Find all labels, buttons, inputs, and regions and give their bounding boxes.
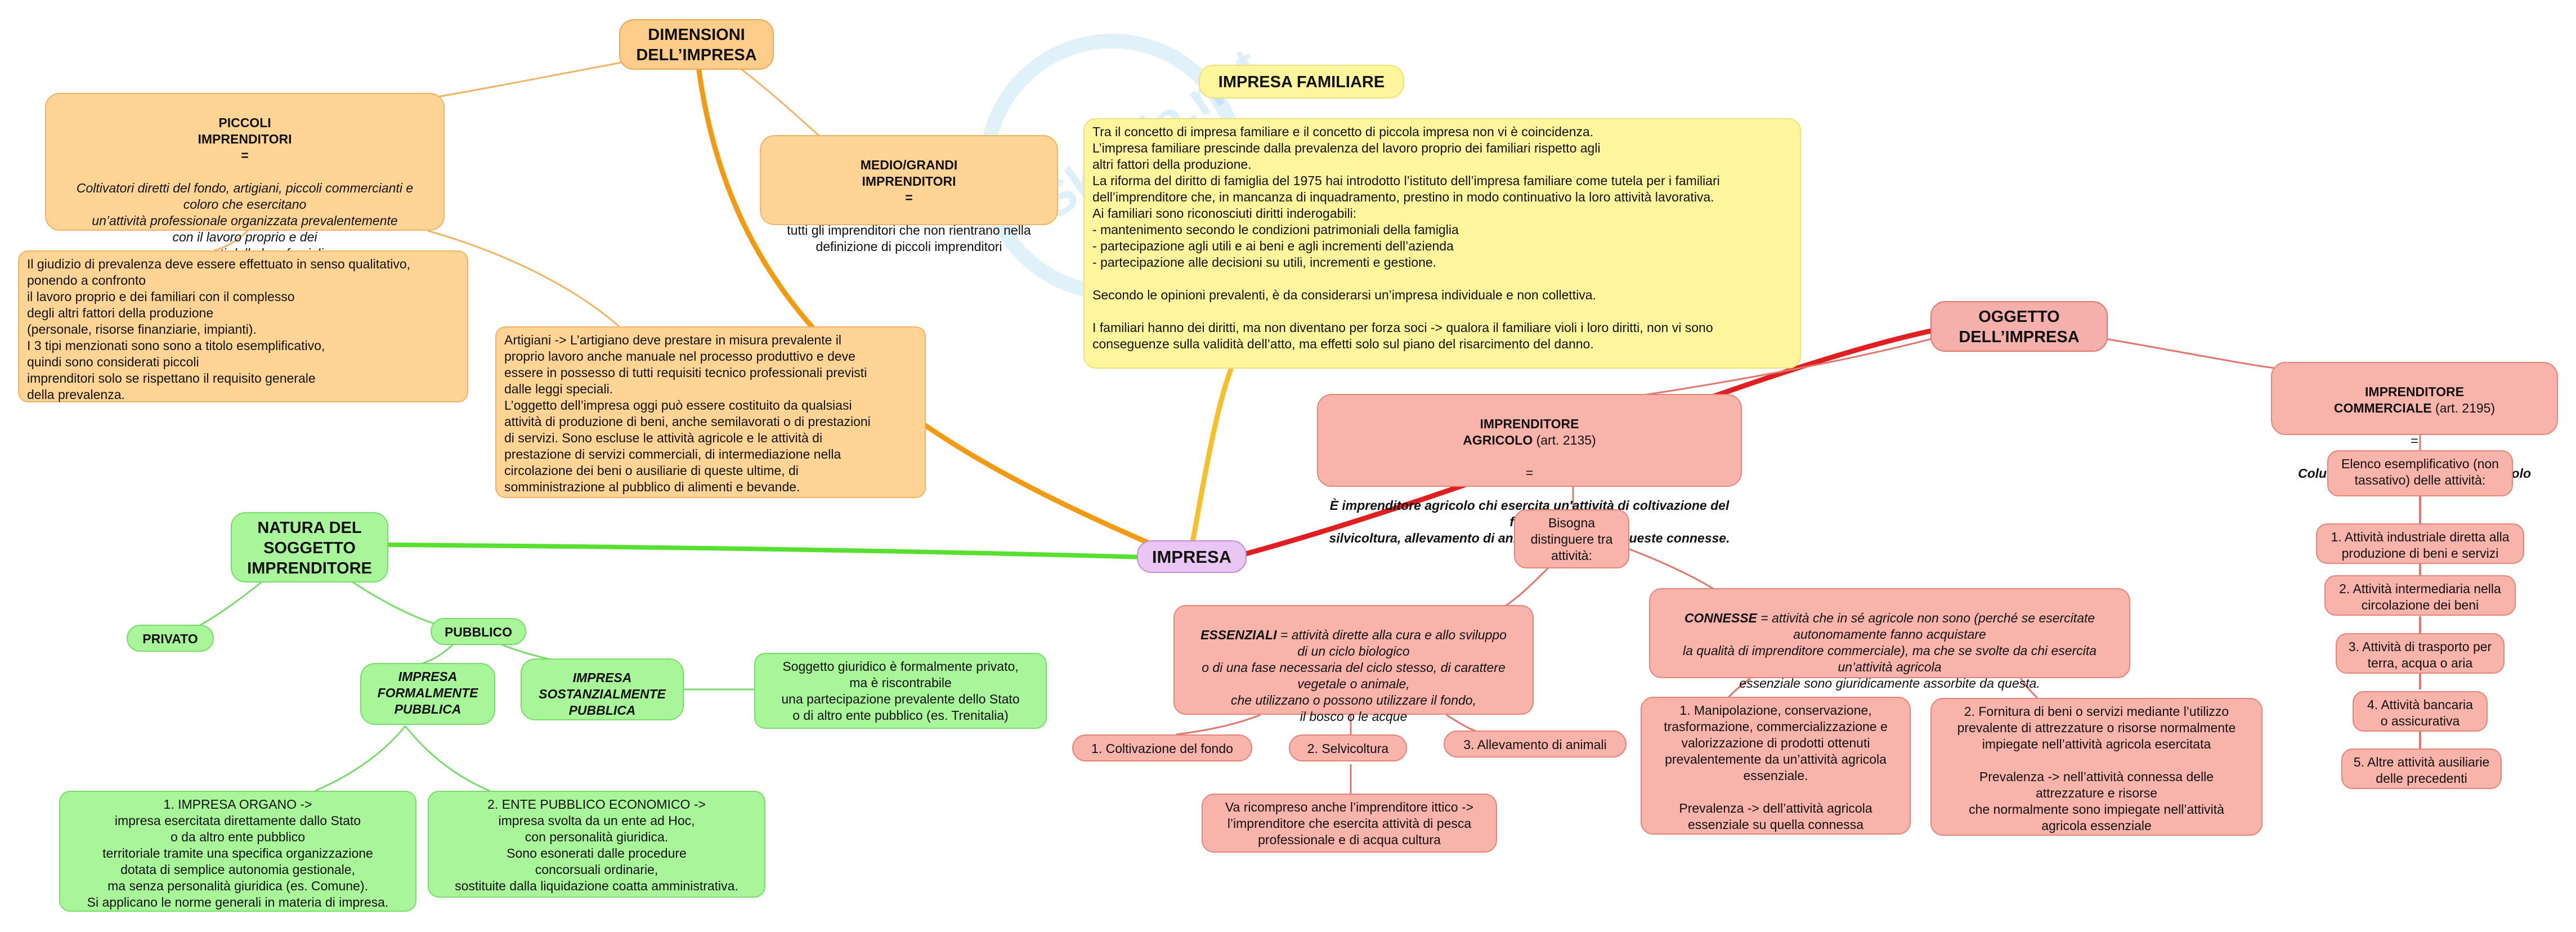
node-artigiani: Artigiani -> L’artigiano deve prestare i… [495,326,926,498]
essenziali-label: ESSENZIALI [1200,628,1277,642]
node-dimensioni-impresa: DIMENSIONI DELL’IMPRESA [619,19,774,70]
node-oggetto-impresa: OGGETTO DELL’IMPRESA [1930,301,2108,352]
essenziali-definition: = attività dirette alla cura e allo svil… [1202,628,1507,724]
link-essenziali-coltivazione [1176,714,1261,736]
node-impresa-familiare: IMPRESA FAMILIARE [1199,65,1404,98]
link-connesse-fornitura [2019,678,2039,699]
connesse-definition: = attività che in sé agricole non sono (… [1682,611,2097,691]
node-manipolazione: 1. Manipolazione, conservazione, trasfor… [1641,697,1911,835]
node-privato: PRIVATO [127,625,214,652]
node-selvicoltura: 2. Selvicoltura [1289,734,1407,761]
node-familiare-text: Tra il concetto di impresa familiare e i… [1083,118,1801,369]
node-pubblico: PUBBLICO [431,618,526,645]
commerciale-equals: = [2411,433,2418,448]
node-connesse: CONNESSE = attività che in sé agricole n… [1649,588,2130,691]
link-piccoli-prevalenza [213,230,249,252]
node-impresa-formalmente-pubblica: IMPRESA FORMALMENTE PUBBLICA [360,663,495,725]
node-ente-pubblico-economico: 2. ENTE PUBBLICO ECONOMICO -> impresa sv… [428,791,765,898]
node-attivita-ausiliarie: 5. Altre attività ausiliarie delle prece… [2341,749,2502,789]
commerciale-heading: IMPRENDITORE COMMERCIALE [2333,384,2464,415]
commerciale-article: (art. 2195) [2431,401,2496,415]
link-piccoli-artigiani [427,230,620,328]
node-allevamento-animali: 3. Allevamento di animali [1444,731,1627,758]
link-dimensioni-medio [731,61,822,139]
node-attivita-intermediaria: 2. Attività intermediaria nella circolaz… [2324,575,2516,616]
node-natura-soggetto: NATURA DEL SOGGETTO IMPRENDITORE [231,512,388,582]
agricolo-article: (art. 2135) [1533,433,1596,447]
piccoli-definition: Coltivatori diretti del fondo, artigiani… [76,181,414,261]
node-imprenditore-commerciale: IMPRENDITORE COMMERCIALE (art. 2195) = C… [2271,362,2558,481]
piccoli-heading: PICCOLI IMPRENDITORI = [198,115,292,163]
node-attivita-bancaria: 4. Attività bancaria o assicurativa [2353,691,2488,732]
link-formale-ente [404,725,490,792]
node-bisogna-distinguere: Bisogna distinguere tra attività: [1514,509,1629,568]
node-soggetto-giuridico: Soggetto giuridico è formalmente privato… [754,653,1047,729]
node-impresa-organo: 1. IMPRESA ORGANO -> impresa esercitata … [59,791,416,912]
link-bisogna-connesse [1620,545,1717,592]
node-coltivazione-fondo: 1. Coltivazione del fondo [1072,734,1252,761]
connesse-label: CONNESSE [1684,611,1757,625]
medio-definition: tutti gli imprenditori che non rientrano… [787,223,1031,254]
link-natura-pubblico [348,579,440,626]
node-giudizio-prevalenza: Il giudizio di prevalenza deve essere ef… [18,250,468,402]
node-essenziali: ESSENZIALI = attività dirette alla cura … [1173,605,1534,724]
link-connesse-manipolazione [1727,677,1751,699]
link-oggetto-agricolo [1632,337,1937,398]
node-impresa-center[interactable]: IMPRESA [1137,540,1247,573]
agricolo-equals: = [1525,465,1534,480]
node-attivita-trasporto: 3. Attività di trasporto per terra, acqu… [2336,633,2505,674]
node-medio-grandi-imprenditori: MEDIO/GRANDI IMPRENDITORI = tutti gli im… [760,135,1058,254]
medio-heading: MEDIO/GRANDI IMPRENDITORI = [860,158,958,205]
link-impresa-familiare [1188,342,1246,555]
node-imprenditore-ittico: Va ricompreso anche l’imprenditore ittic… [1202,794,1497,853]
node-impresa-sostanzialmente-pubblica: IMPRESA SOSTANZIALMENTE PUBBLICA [521,658,684,720]
link-dimensioni-piccoli [427,61,625,100]
link-oggetto-commerciale [2082,334,2280,370]
node-attivita-industriale: 1. Attività industriale diretta alla pro… [2316,523,2524,564]
agricolo-heading: IMPRENDITORE AGRICOLO [1463,416,1579,447]
node-imprenditore-agricolo: IMPRENDITORE AGRICOLO (art. 2135) = È im… [1317,394,1742,545]
link-impresa-natura [388,543,1143,559]
node-elenco-attivita: Elenco esemplificativo (non tassativo) d… [2327,450,2513,496]
node-piccoli-imprenditori: PICCOLI IMPRENDITORI = Coltivatori diret… [45,93,445,261]
link-bisogna-essenziali [1497,562,1554,612]
node-fornitura: 2. Fornitura di beni o servizi mediante … [1930,698,2263,836]
link-formale-organo [315,725,406,792]
